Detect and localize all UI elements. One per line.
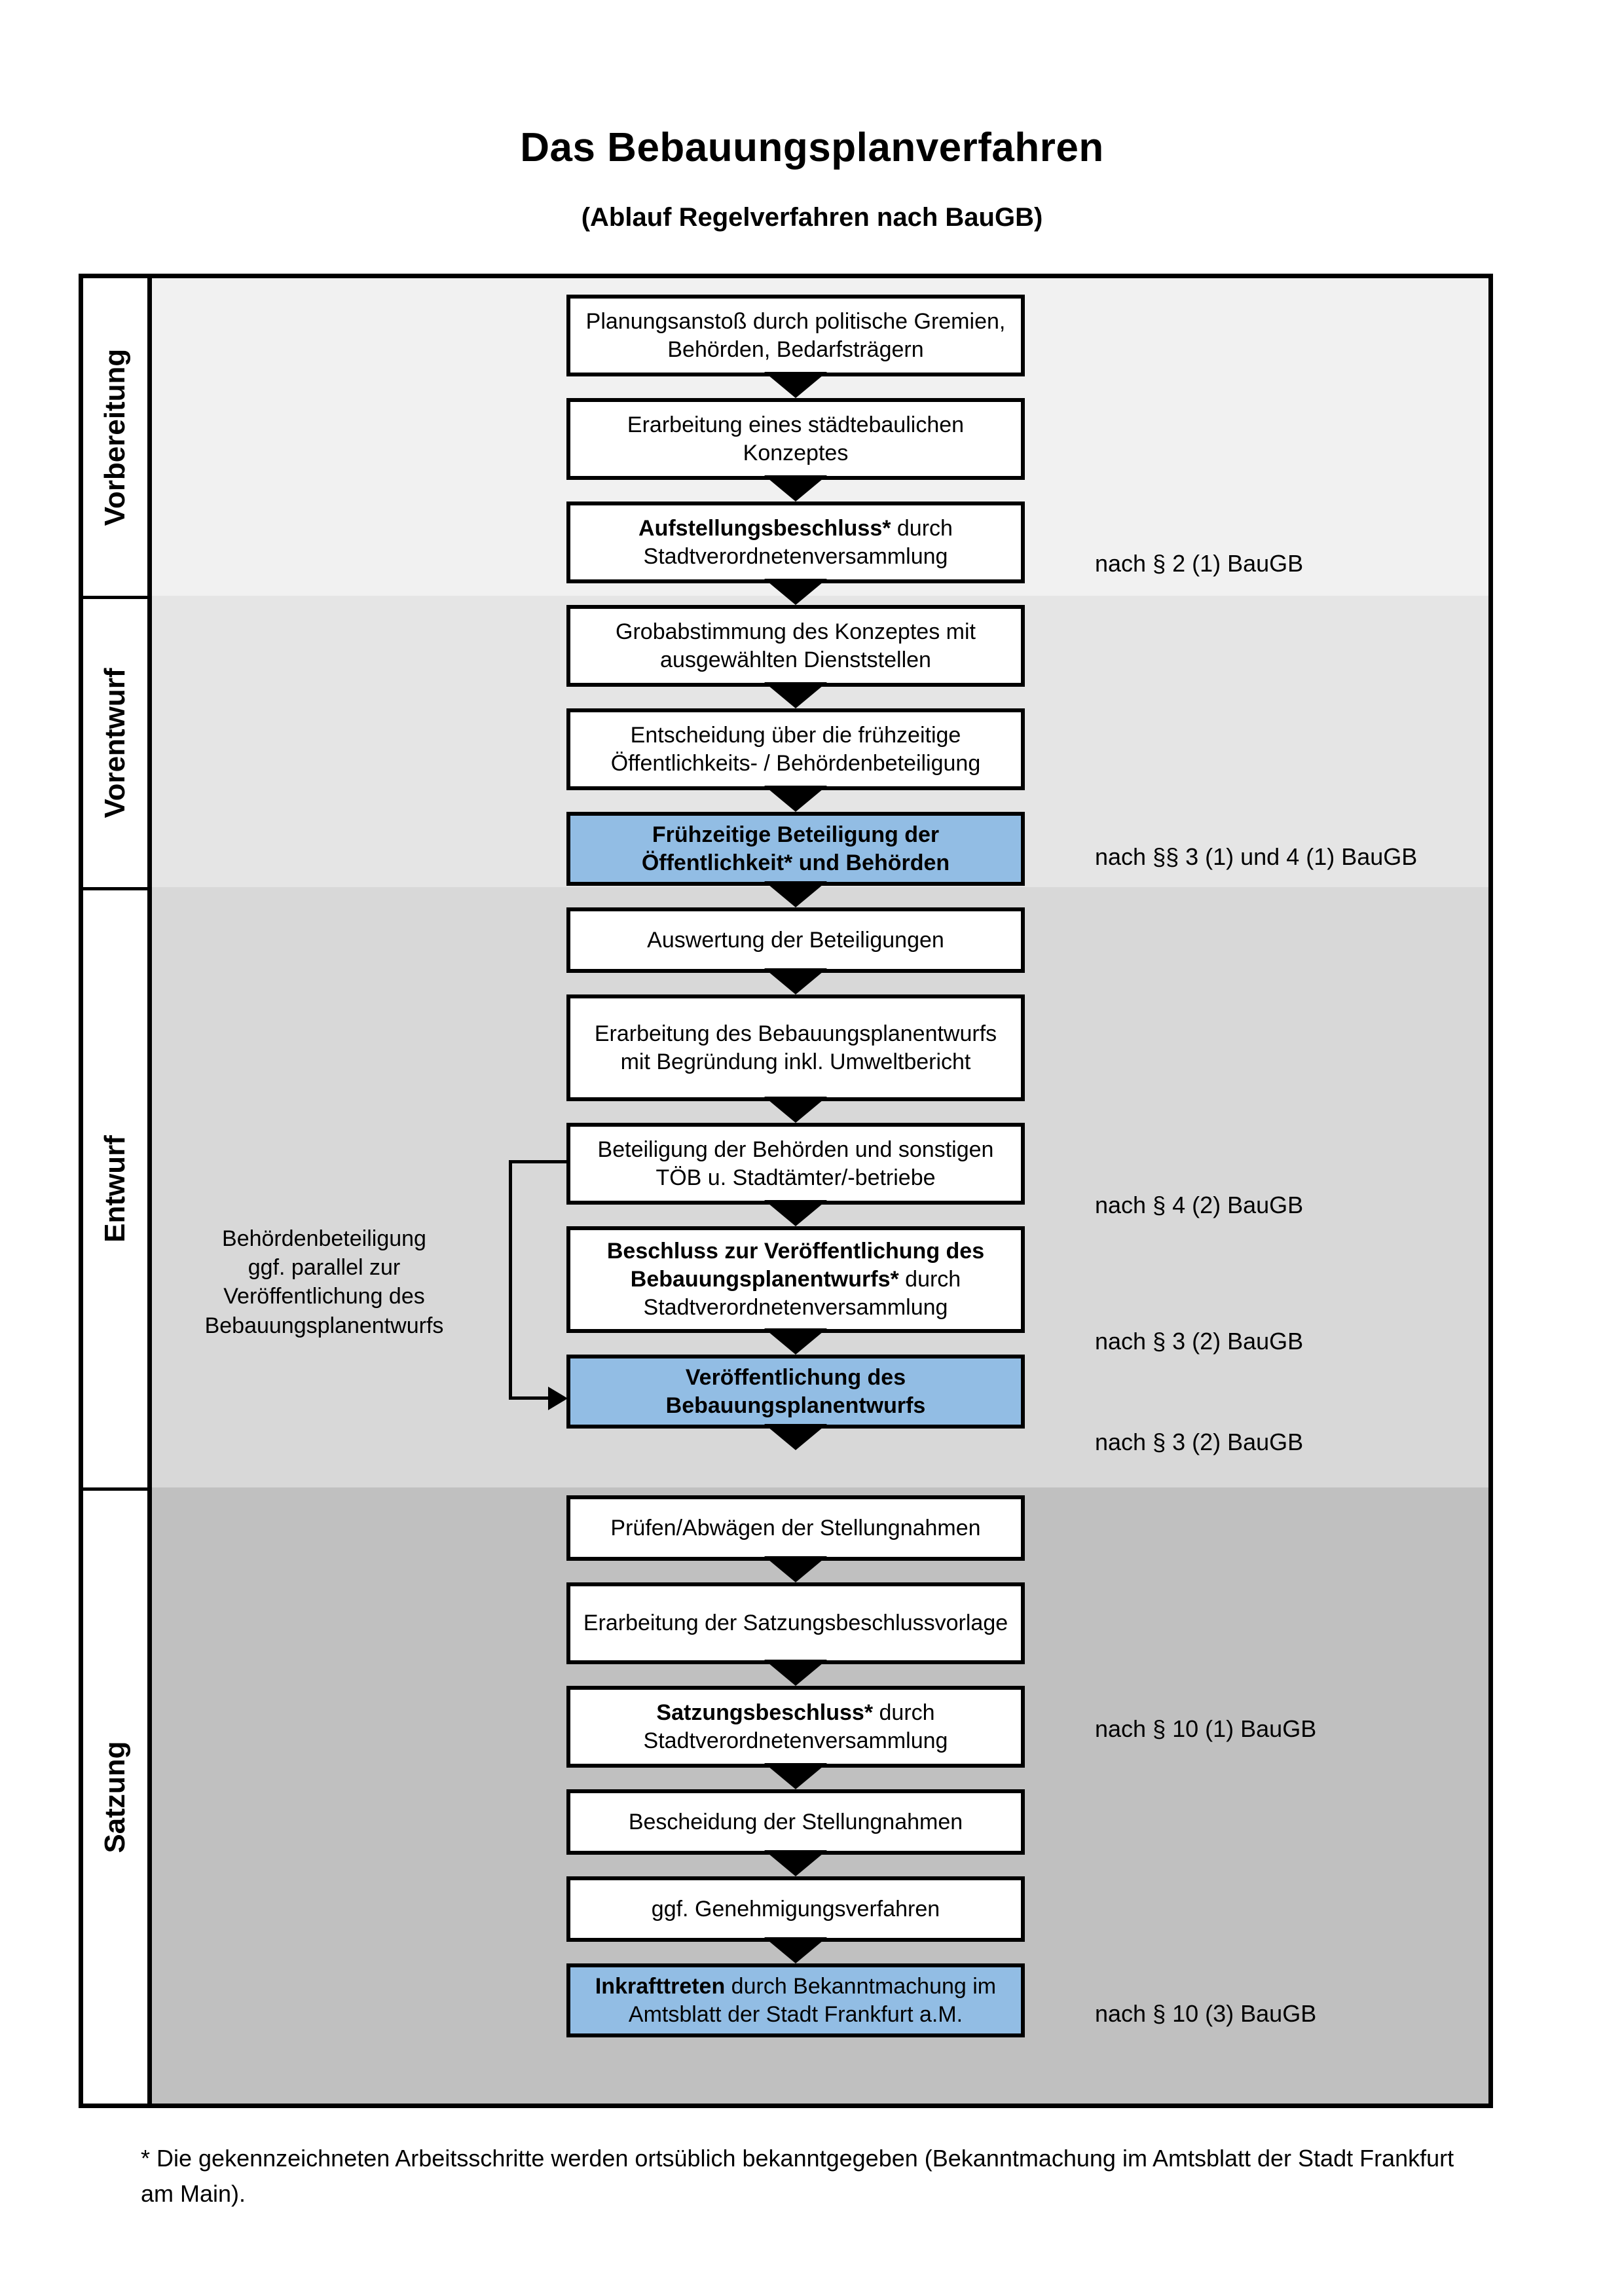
page-title: Das Bebauungsplanverfahren: [520, 125, 1104, 170]
flow-arrow-12: [764, 1556, 827, 1582]
step-text-rest: durch Stadtverordnetenversammlung: [643, 515, 953, 569]
phase-cell-vorbereitung: Vorbereitung: [79, 278, 152, 596]
step-box-beschluss-veroeffentlichung[interactable]: Beschluss zur Veröffentlichung des Bebau…: [566, 1226, 1025, 1333]
flow-arrow-7: [764, 968, 827, 994]
phase-separator-2: [79, 887, 152, 890]
step-box-veroeffentlichung[interactable]: Veröffentlichung des Bebauungsplanentwur…: [566, 1355, 1025, 1429]
legal-note-par10-3: nach § 10 (3) BauGB: [1095, 2000, 1317, 2027]
footnote-text: * Die gekennzeichneten Arbeitsschritte w…: [141, 2145, 1454, 2207]
legal-note-par10-1: nach § 10 (1) BauGB: [1095, 1715, 1317, 1742]
step-text: Erarbeitung des Bebauungsplanentwurfs mi…: [594, 1021, 997, 1074]
flow-arrow-16: [764, 1937, 827, 1963]
flow-arrow-4: [764, 682, 827, 708]
step-text: Planungsanstoß durch politische Gremien,…: [585, 308, 1006, 362]
step-text-rest: durch Stadtverordnetenversammlung: [643, 1267, 961, 1320]
step-box-satzungsbeschlussvorlage[interactable]: Erarbeitung der Satzungsbeschlussvorlage: [566, 1582, 1025, 1664]
step-text: Entscheidung über die frühzeitige Öffent…: [610, 722, 981, 776]
diagram-frame: [79, 274, 1493, 2108]
phase-cell-vorentwurf: Vorentwurf: [79, 599, 152, 887]
step-text: Erarbeitung der Satzungsbeschlussvorlage: [583, 1611, 1008, 1636]
step-text: Satzungsbeschluss* durch Stadtverordnete…: [577, 1699, 1014, 1755]
phase-cell-entwurf: Entwurf: [79, 890, 152, 1487]
parallel-note: Behördenbeteiligung ggf. parallel zur Ve…: [204, 1226, 444, 1338]
flow-arrow-6: [764, 881, 827, 907]
flow-arrow-15: [764, 1850, 827, 1876]
step-box-planungsanstoss[interactable]: Planungsanstoß durch politische Gremien,…: [566, 295, 1025, 376]
step-text: Bescheidung der Stellungnahmen: [628, 1809, 963, 1834]
connector-arrowhead: [548, 1387, 568, 1410]
step-text-rest: durch Stadtverordnetenversammlung: [643, 1700, 948, 1753]
step-text-bold: Veröffentlichung des Bebauungsplanentwur…: [665, 1364, 926, 1418]
legal-note-par3-2b: nach § 3 (2) BauGB: [1095, 1429, 1304, 1455]
step-text-bold: Frühzeitige Beteiligung der Öffentlichke…: [641, 822, 950, 875]
phase-separator-3: [79, 1487, 152, 1491]
flow-arrow-11: [764, 1424, 827, 1450]
step-box-inkrafttreten[interactable]: Inkrafttreten durch Bekanntmachung im Am…: [566, 1963, 1025, 2037]
legal-note-par4-2: nach § 4 (2) BauGB: [1095, 1192, 1304, 1218]
step-box-pruefen-abwaegen[interactable]: Prüfen/Abwägen der Stellungnahmen: [566, 1495, 1025, 1561]
legal-note-par3-4: nach §§ 3 (1) und 4 (1) BauGB: [1095, 843, 1418, 870]
step-text-rest: durch Bekanntmachung im Amtsblatt der St…: [628, 1973, 997, 2027]
flow-arrow-1: [764, 372, 827, 398]
flow-arrow-9: [764, 1200, 827, 1226]
step-box-genehmigungsverfahren[interactable]: ggf. Genehmigungsverfahren: [566, 1876, 1025, 1942]
phase-strip-divider: [147, 274, 152, 2108]
step-box-bescheidung[interactable]: Bescheidung der Stellungnahmen: [566, 1789, 1025, 1855]
step-text: Beteiligung der Behörden und sonstigen T…: [597, 1137, 994, 1190]
step-text-bold: Inkrafttreten: [595, 1973, 726, 1999]
step-box-aufstellungsbeschluss[interactable]: Aufstellungsbeschluss* durch Stadtverord…: [566, 501, 1025, 583]
flow-arrow-10: [764, 1328, 827, 1355]
flow-arrow-13: [764, 1660, 827, 1686]
flow-arrow-14: [764, 1763, 827, 1789]
step-text: ggf. Genehmigungsverfahren: [651, 1896, 940, 1922]
step-text: Auswertung der Beteiligungen: [647, 927, 944, 953]
flow-arrow-8: [764, 1097, 827, 1123]
step-box-entscheidung[interactable]: Entscheidung über die frühzeitige Öffent…: [566, 708, 1025, 790]
step-box-erarbeitung-entwurf[interactable]: Erarbeitung des Bebauungsplanentwurfs mi…: [566, 994, 1025, 1101]
step-text: Beschluss zur Veröffentlichung des Bebau…: [577, 1237, 1014, 1321]
step-box-satzungsbeschluss[interactable]: Satzungsbeschluss* durch Stadtverordnete…: [566, 1686, 1025, 1768]
step-text-bold: Satzungsbeschluss*: [656, 1700, 874, 1725]
step-text: Grobabstimmung des Konzeptes mit ausgewä…: [616, 619, 976, 672]
flow-arrow-5: [764, 786, 827, 812]
legal-note-par3-2a: nach § 3 (2) BauGB: [1095, 1328, 1304, 1355]
connector-segment-top: [509, 1160, 568, 1163]
step-box-grobabstimmung[interactable]: Grobabstimmung des Konzeptes mit ausgewä…: [566, 605, 1025, 687]
step-text: Prüfen/Abwägen der Stellungnahmen: [610, 1515, 981, 1540]
step-text: Aufstellungsbeschluss* durch Stadtverord…: [577, 515, 1014, 571]
step-box-fruehzeitige-beteiligung[interactable]: Frühzeitige Beteiligung der Öffentlichke…: [566, 812, 1025, 886]
connector-segment-vertical: [509, 1160, 512, 1400]
page-subtitle: (Ablauf Regelverfahren nach BauGB): [581, 203, 1043, 232]
step-text-bold: Beschluss zur Veröffentlichung des Bebau…: [606, 1239, 985, 1292]
flow-arrow-2: [764, 475, 827, 501]
flow-arrow-3: [764, 579, 827, 605]
connector-segment-bottom: [509, 1396, 549, 1400]
step-text: Erarbeitung eines städtebaulichen Konzep…: [627, 412, 965, 465]
step-text-bold: Aufstellungsbeschluss*: [638, 515, 891, 541]
step-box-konzept[interactable]: Erarbeitung eines städtebaulichen Konzep…: [566, 398, 1025, 480]
phase-separator-1: [79, 596, 152, 599]
step-text: Inkrafttreten durch Bekanntmachung im Am…: [577, 1973, 1014, 2029]
step-box-toeb-beteiligung[interactable]: Beteiligung der Behörden und sonstigen T…: [566, 1123, 1025, 1205]
legal-note-par2: nach § 2 (1) BauGB: [1095, 550, 1304, 577]
step-box-auswertung[interactable]: Auswertung der Beteiligungen: [566, 907, 1025, 973]
phase-cell-satzung: Satzung: [79, 1491, 152, 2104]
